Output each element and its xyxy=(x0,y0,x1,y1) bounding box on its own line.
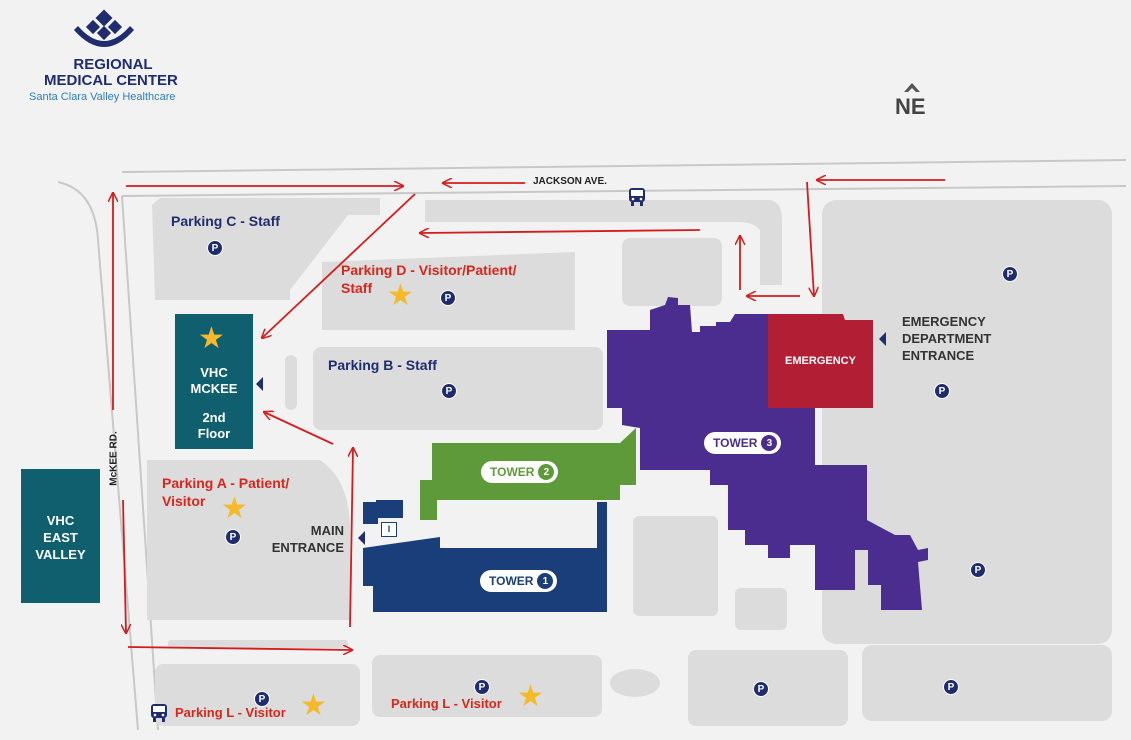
parking-l-left-label: Parking L - Visitor xyxy=(175,705,286,720)
emergency-entrance-line-2: DEPARTMENT xyxy=(902,331,992,346)
parking-a-label-1: Parking A - Patient/ xyxy=(162,475,290,491)
parking-marker: P xyxy=(1002,266,1018,282)
lot-strip-bottom xyxy=(168,640,348,648)
logo-line-2: MEDICAL CENTER xyxy=(44,72,178,89)
tower-3-number: 3 xyxy=(761,435,778,451)
jackson-ave-road-edge xyxy=(121,159,1127,173)
tower-3-text: TOWER xyxy=(713,436,758,450)
parking-marker: P xyxy=(254,691,270,707)
vhc-mckee-line-4: Floor xyxy=(197,426,231,441)
entrance-markers xyxy=(256,332,886,545)
lot-center xyxy=(633,516,718,616)
tower-3-label: TOWER 3 xyxy=(704,432,782,454)
route-arrow xyxy=(264,412,334,445)
parking-marker: P xyxy=(474,679,490,695)
route-arrow xyxy=(127,647,352,650)
parking-marker: P xyxy=(943,679,959,695)
tower-2-number: 2 xyxy=(538,464,555,480)
info-marker: I xyxy=(381,522,397,537)
parking-lots xyxy=(147,198,1112,726)
vhc-east-valley-line-1: VHC xyxy=(46,513,75,528)
tower-1-number: 1 xyxy=(537,573,554,589)
vhc-mckee-line-1: VHC xyxy=(200,365,228,380)
emergency-entrance-line-3: ENTRANCE xyxy=(902,348,975,363)
parking-d-label-1: Parking D - Visitor/Patient/ xyxy=(341,262,517,278)
bus-stop-icon xyxy=(628,187,646,212)
parking-c-label: Parking C - Staff xyxy=(171,213,280,229)
vhc-mckee-building xyxy=(175,314,253,449)
route-arrow xyxy=(262,193,416,338)
jackson-ave-road-edge-inner xyxy=(121,185,1127,197)
main-entrance-marker xyxy=(358,531,365,545)
lot-top-strip xyxy=(425,200,782,285)
mckee-rd-road-edge-inner xyxy=(121,195,159,731)
tower-1-text: TOWER xyxy=(489,574,534,588)
bus-stop-icon xyxy=(150,703,168,728)
star-icon: ★ xyxy=(300,689,327,722)
parking-d-label-2: Staff xyxy=(341,280,373,296)
route-arrow xyxy=(350,448,353,628)
parking-marker: P xyxy=(207,240,223,256)
mckee-rd-label: McKEE RD. xyxy=(108,431,120,486)
vhc-mckee-entrance-marker xyxy=(256,377,263,391)
route-arrows xyxy=(113,180,945,650)
route-arrow xyxy=(806,181,814,296)
lot-center-small xyxy=(735,588,787,630)
emergency-entrance-line-1: EMERGENCY xyxy=(902,314,986,329)
tower-1-building xyxy=(363,500,607,612)
tower-1-label: TOWER 1 xyxy=(480,570,558,592)
star-icon: ★ xyxy=(198,322,225,355)
vhc-east-valley-line-2: EAST xyxy=(43,530,78,545)
compass-label: NE xyxy=(895,94,926,119)
lot-small-top xyxy=(622,238,722,306)
parking-a-label-2: Visitor xyxy=(162,493,206,509)
parking-marker: P xyxy=(970,562,986,578)
star-icon: ★ xyxy=(221,492,248,525)
lot-c xyxy=(152,198,380,300)
lot-right-small xyxy=(953,455,989,490)
lot-l-right-2 xyxy=(862,645,1112,721)
lot-b xyxy=(313,347,603,430)
jackson-ave-label: JACKSON AVE. xyxy=(533,176,607,187)
parking-marker: P xyxy=(441,383,457,399)
parking-marker: P xyxy=(225,529,241,545)
emergency-label: EMERGENCY xyxy=(785,355,856,367)
route-arrow xyxy=(123,499,126,633)
north-chevron-icon xyxy=(904,83,920,92)
vhc-mckee-line-3: 2nd xyxy=(202,410,226,425)
mckee-rd-road-edge xyxy=(57,181,139,731)
parking-marker: P xyxy=(753,681,769,697)
tower-2-text: TOWER xyxy=(490,465,535,479)
vhc-east-valley-building xyxy=(21,469,100,603)
parking-marker: P xyxy=(440,290,456,306)
star-icon: ★ xyxy=(387,279,414,312)
main-entrance-line-1: MAIN xyxy=(310,523,344,538)
parking-marker: P xyxy=(934,383,950,399)
lot-a xyxy=(147,460,350,620)
emergency-entrance-marker xyxy=(879,332,886,346)
route-arrow xyxy=(420,230,701,233)
lot-oval xyxy=(610,669,660,697)
parking-b-label: Parking B - Staff xyxy=(328,357,437,373)
star-icon: ★ xyxy=(517,680,544,713)
parking-l-right-label: Parking L - Visitor xyxy=(391,696,502,711)
lot-ed-side xyxy=(897,305,997,433)
emergency-building xyxy=(768,314,873,408)
logo-line-1: REGIONAL xyxy=(73,56,153,73)
vhc-east-valley-line-3: VALLEY xyxy=(35,547,86,562)
tower-2-label: TOWER 2 xyxy=(481,461,559,483)
logo-subtitle: Santa Clara Valley Healthcare xyxy=(29,91,176,103)
logo-mark xyxy=(74,9,134,47)
main-entrance-line-2: ENTRANCE xyxy=(271,540,344,555)
lot-divider xyxy=(285,355,297,410)
vhc-mckee-line-2: MCKEE xyxy=(190,381,238,396)
